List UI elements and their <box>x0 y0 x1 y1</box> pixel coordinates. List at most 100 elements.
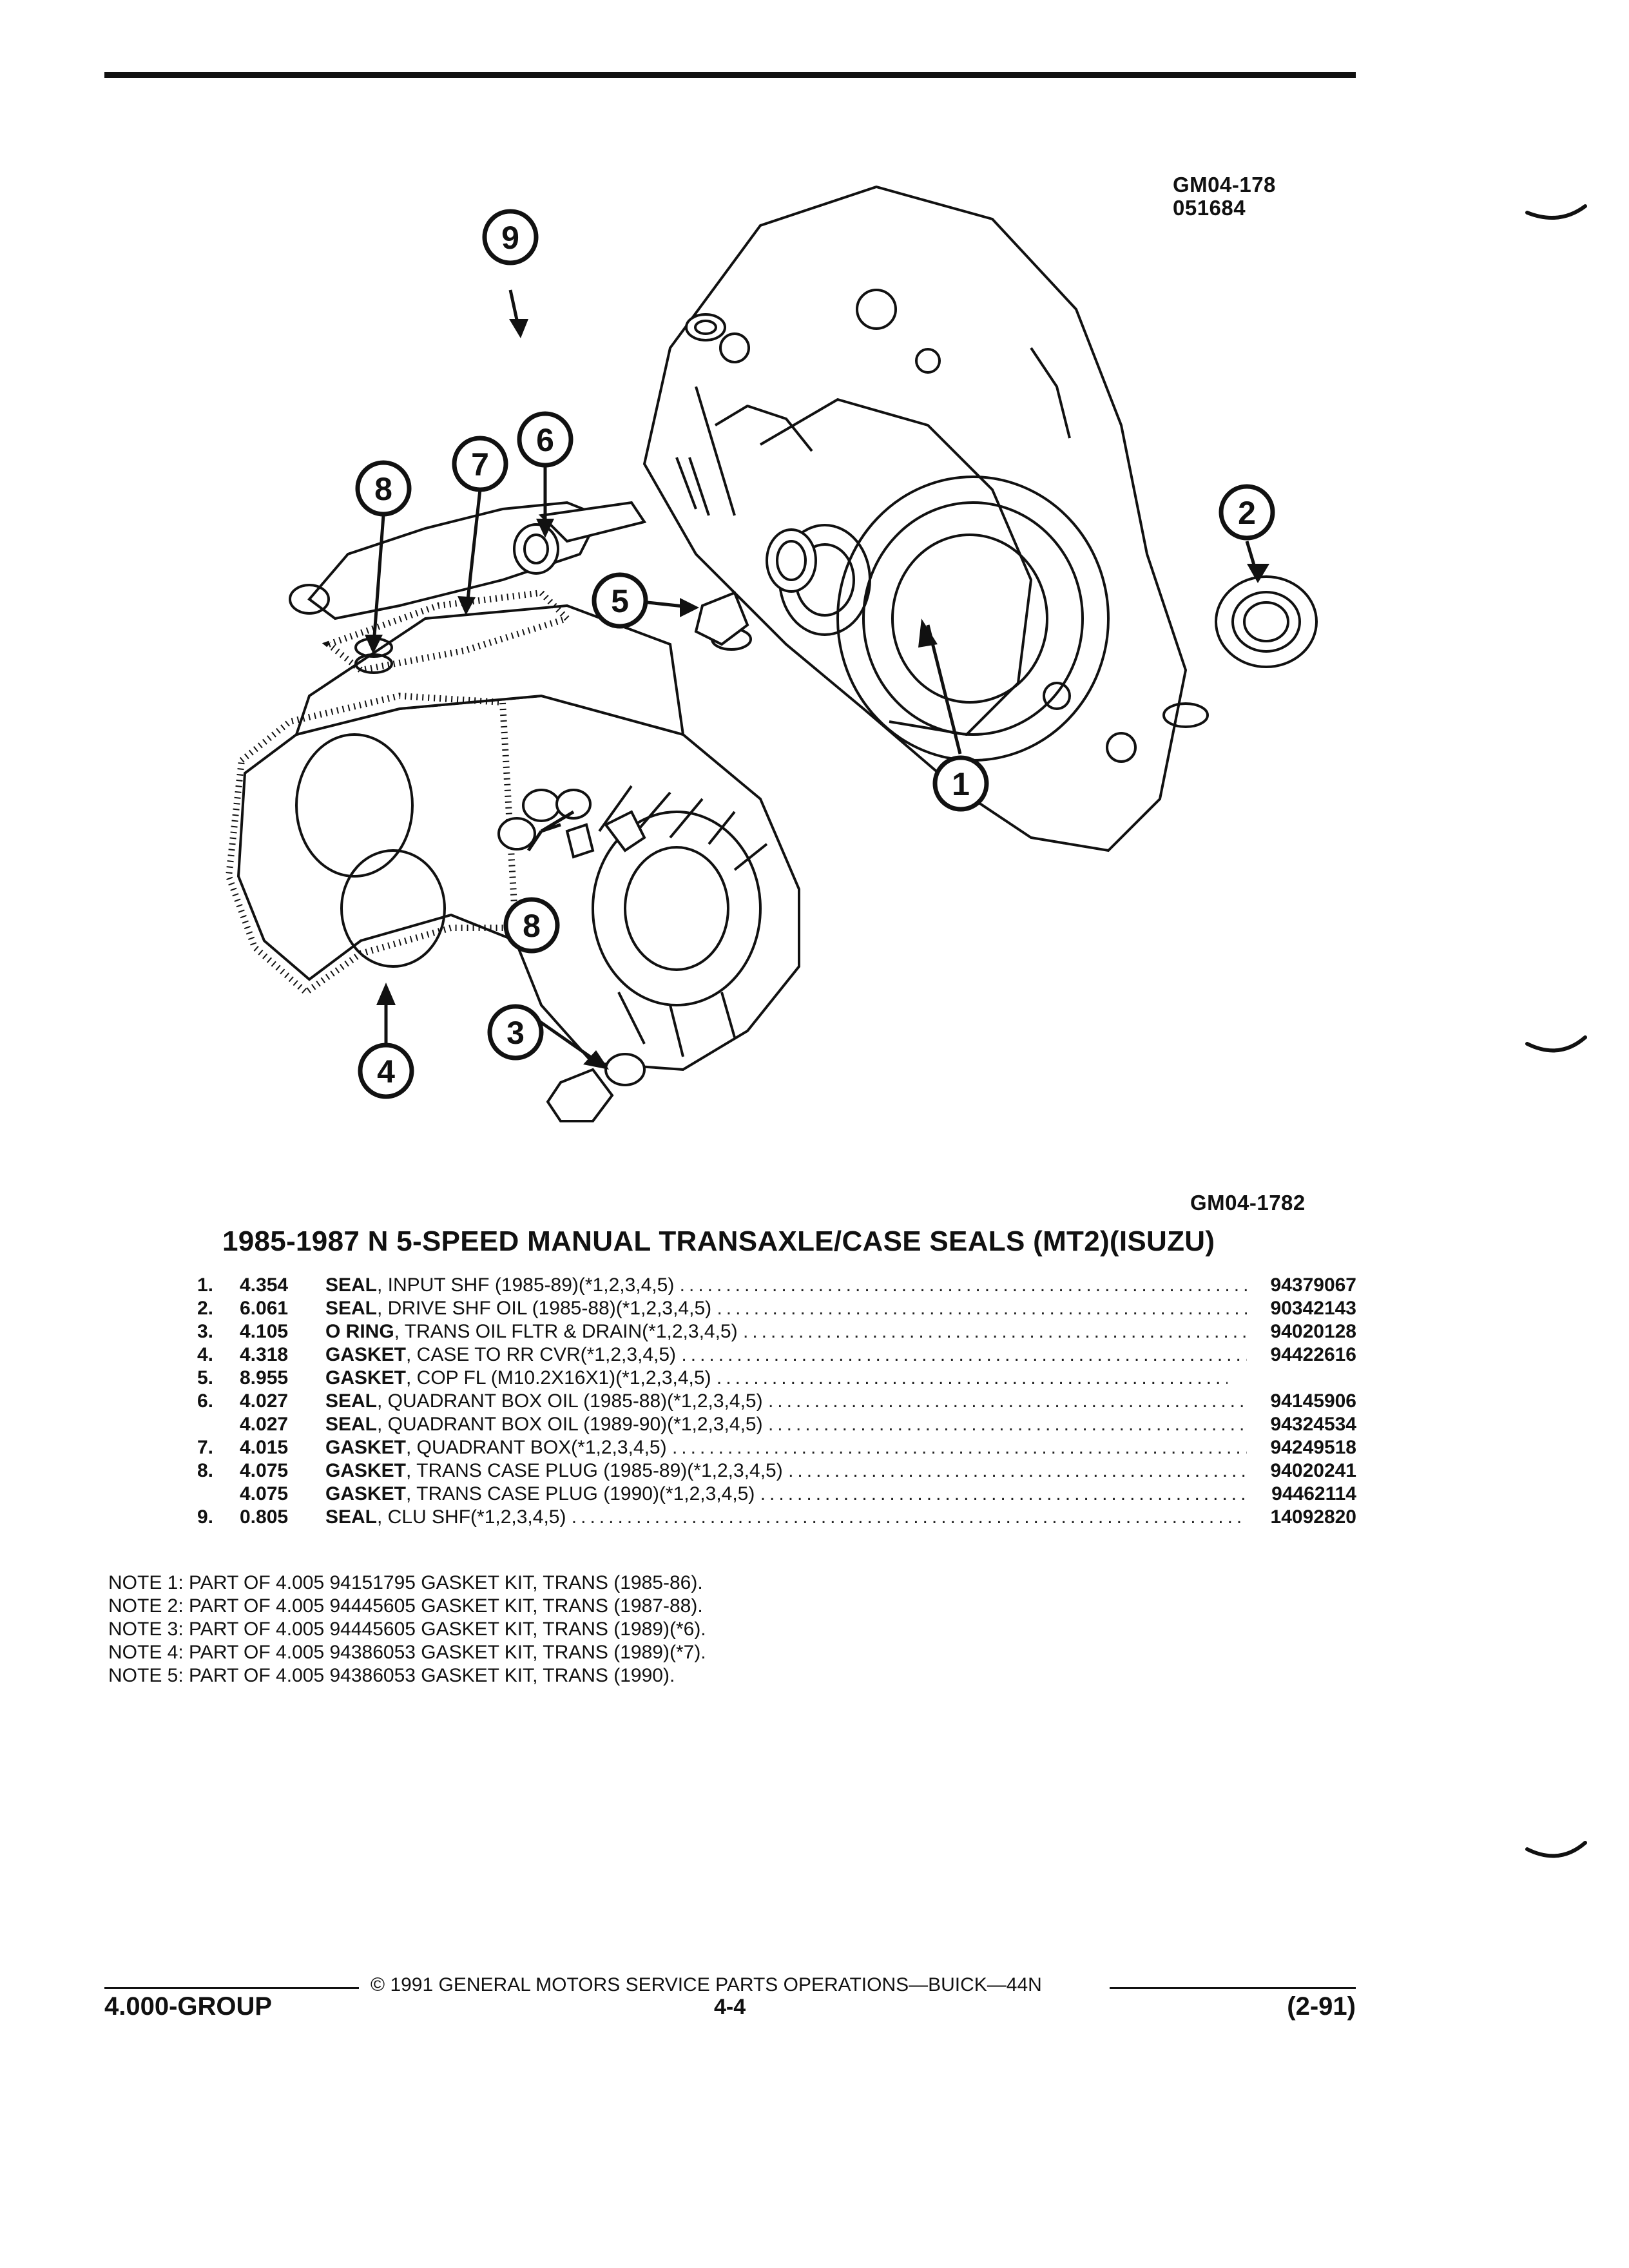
group-number: 4.075 <box>240 1460 289 1481</box>
part-description: SEAL, QUADRANT BOX OIL (1985-88)(*1,2,3,… <box>325 1390 1247 1412</box>
part-number: 90342143 <box>1270 1298 1356 1319</box>
part-name: GASKET <box>325 1483 407 1504</box>
footer-date: (2-91) <box>1287 1992 1356 2021</box>
part-detail: , CLU SHF(*1,2,3,4,5) <box>377 1506 566 1528</box>
figure-date-code: 051684 <box>1173 196 1246 220</box>
group-number: 4.015 <box>240 1437 289 1458</box>
part-detail: , TRANS OIL FLTR & DRAIN(*1,2,3,4,5) <box>394 1321 738 1342</box>
callout-7-label: 7 <box>471 447 489 483</box>
callout-2-label: 2 <box>1238 495 1256 531</box>
part-name: GASKET <box>325 1367 407 1389</box>
callout-3: 3 <box>487 1004 544 1061</box>
group-number: 4.027 <box>240 1390 289 1412</box>
part-detail: , QUADRANT BOX OIL (1985-88)(*1,2,3,4,5) <box>377 1390 763 1412</box>
callout-1-label: 1 <box>952 766 970 802</box>
part-name: SEAL <box>325 1506 378 1528</box>
callout-4: 4 <box>358 1043 414 1099</box>
part-number: 94145906 <box>1270 1390 1356 1412</box>
callout-3-label: 3 <box>506 1015 525 1051</box>
part-number: 94462114 <box>1271 1483 1356 1504</box>
part-detail: , TRANS CASE PLUG (1990)(*1,2,3,4,5) <box>406 1483 755 1504</box>
notes-list: NOTE 1: PART OF 4.005 94151795 GASKET KI… <box>0 1572 1629 1701</box>
callout-6-label: 6 <box>536 422 554 458</box>
item-index: 2. <box>197 1298 213 1319</box>
part-description: SEAL, INPUT SHF (1985-89)(*1,2,3,4,5) ..… <box>325 1274 1247 1296</box>
callout-8-top-label: 8 <box>374 471 392 507</box>
callout-9-label: 9 <box>501 220 519 256</box>
figure-id-bottom: GM04-1782 <box>1190 1191 1306 1215</box>
small-seals-drawing <box>497 313 1318 1122</box>
group-number: 4.027 <box>240 1414 289 1435</box>
item-index: 8. <box>197 1460 213 1481</box>
transaxle-exploded-diagram: 1 2 3 4 5 6 7 8 8 9 <box>225 185 1318 1122</box>
note-item: NOTE 3: PART OF 4.005 94445605 GASKET KI… <box>108 1619 706 1640</box>
part-description: GASKET, TRANS CASE PLUG (1990)(*1,2,3,4,… <box>325 1483 1247 1504</box>
part-number: 94422616 <box>1270 1344 1356 1365</box>
part-description: SEAL, DRIVE SHF OIL (1985-88)(*1,2,3,4,5… <box>325 1298 1247 1319</box>
part-number: 94249518 <box>1270 1437 1356 1458</box>
callout-8-top: 8 <box>355 460 412 517</box>
note-item: NOTE 5: PART OF 4.005 94386053 GASKET KI… <box>108 1665 675 1686</box>
part-detail: , TRANS CASE PLUG (1985-89)(*1,2,3,4,5) <box>406 1460 783 1481</box>
parts-list: 1. 4.354 SEAL, INPUT SHF (1985-89)(*1,2,… <box>0 1274 1629 1545</box>
footer-rule-left <box>104 1987 359 1989</box>
note-item: NOTE 4: PART OF 4.005 94386053 GASKET KI… <box>108 1642 706 1663</box>
part-number: 94020241 <box>1270 1460 1356 1481</box>
group-number: 4.075 <box>240 1483 289 1504</box>
part-number: 94379067 <box>1270 1274 1356 1296</box>
footer-copyright: © 1991 GENERAL MOTORS SERVICE PARTS OPER… <box>371 1974 1042 1995</box>
part-name: SEAL <box>325 1274 378 1296</box>
part-name: GASKET <box>325 1437 407 1458</box>
group-number: 8.955 <box>240 1367 289 1389</box>
item-index: 1. <box>197 1274 213 1296</box>
part-number: 94020128 <box>1270 1321 1356 1342</box>
part-name: SEAL <box>325 1390 378 1412</box>
callout-8-bottom: 8 <box>503 897 560 954</box>
callout-5: 5 <box>592 572 648 629</box>
part-detail: , INPUT SHF (1985-89)(*1,2,3,4,5) <box>377 1274 675 1296</box>
callout-4-label: 4 <box>377 1053 395 1090</box>
transaxle-case-drawing <box>225 604 800 1072</box>
group-number: 6.061 <box>240 1298 289 1319</box>
part-description: GASKET, QUADRANT BOX(*1,2,3,4,5) .......… <box>325 1437 1247 1458</box>
callout-2: 2 <box>1219 484 1275 541</box>
note-item: NOTE 1: PART OF 4.005 94151795 GASKET KI… <box>108 1572 703 1593</box>
binder-marks <box>1525 204 1587 1858</box>
part-number: 14092820 <box>1270 1506 1356 1528</box>
top-rule <box>104 72 1356 78</box>
figure-id-top: GM04-178 <box>1173 173 1276 197</box>
section-title: 1985-1987 N 5-SPEED MANUAL TRANSAXLE/CAS… <box>222 1225 1215 1257</box>
item-index: 5. <box>197 1367 213 1389</box>
callout-arrows <box>365 289 1269 1070</box>
part-detail: , QUADRANT BOX(*1,2,3,4,5) <box>406 1437 667 1458</box>
part-description: GASKET, TRANS CASE PLUG (1985-89)(*1,2,3… <box>325 1460 1247 1481</box>
clutch-housing-drawing <box>642 185 1209 852</box>
part-description: GASKET, CASE TO RR CVR(*1,2,3,4,5) .....… <box>325 1344 1247 1365</box>
callout-5-label: 5 <box>611 583 629 619</box>
callout-6: 6 <box>517 411 574 468</box>
group-number: 4.354 <box>240 1274 289 1296</box>
note-item: NOTE 2: PART OF 4.005 94445605 GASKET KI… <box>108 1595 703 1617</box>
part-description: O RING, TRANS OIL FLTR & DRAIN(*1,2,3,4,… <box>325 1321 1247 1342</box>
part-detail: , QUADRANT BOX OIL (1989-90)(*1,2,3,4,5) <box>377 1414 763 1435</box>
item-index: 6. <box>197 1390 213 1412</box>
page-number: 4-4 <box>714 1995 746 2019</box>
quadrant-box-drawing <box>289 501 647 674</box>
item-index: 3. <box>197 1321 213 1342</box>
part-name: SEAL <box>325 1414 378 1435</box>
callout-9: 9 <box>482 209 539 265</box>
part-name: SEAL <box>325 1298 378 1319</box>
part-name: O RING <box>325 1321 394 1342</box>
item-index: 4. <box>197 1344 213 1365</box>
part-description: GASKET, COP FL (M10.2X16X1)(*1,2,3,4,5) … <box>325 1367 1228 1389</box>
group-number: 0.805 <box>240 1506 289 1528</box>
part-description: SEAL, CLU SHF(*1,2,3,4,5) ..............… <box>325 1506 1247 1528</box>
item-index: 9. <box>197 1506 213 1528</box>
part-detail: , CASE TO RR CVR(*1,2,3,4,5) <box>406 1344 677 1365</box>
item-index: 7. <box>197 1437 213 1458</box>
callout-1: 1 <box>932 755 989 812</box>
part-detail: , DRIVE SHF OIL (1985-88)(*1,2,3,4,5) <box>377 1298 712 1319</box>
part-description: SEAL, QUADRANT BOX OIL (1989-90)(*1,2,3,… <box>325 1414 1247 1435</box>
footer-rule-right <box>1110 1987 1356 1989</box>
callout-7: 7 <box>452 436 508 492</box>
